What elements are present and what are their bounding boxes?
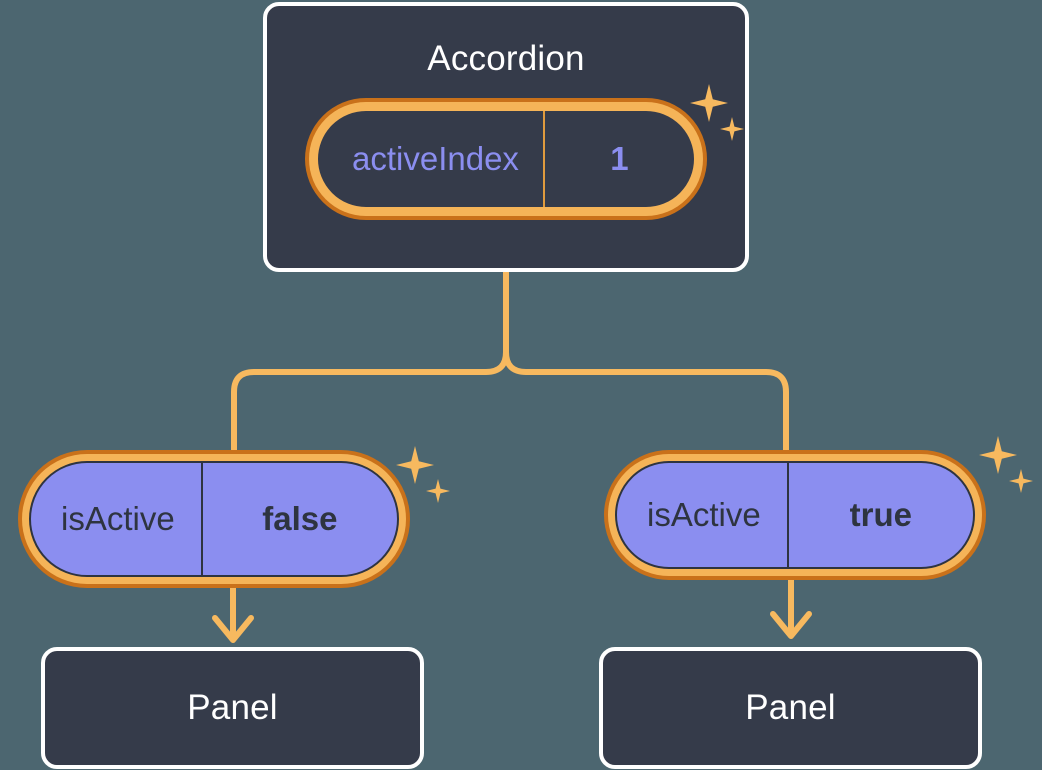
panel-title: Panel [745, 688, 836, 727]
state-value-label: true [849, 496, 913, 533]
state-value-label: 1 [610, 140, 629, 177]
arrow-head-left [212, 615, 254, 643]
state-key-label: isActive [617, 463, 789, 567]
panel-title: Panel [187, 688, 278, 727]
panel-component-box-left[interactable]: Panel [41, 647, 424, 769]
connector-tree-path [231, 269, 509, 455]
sparkle-icon-small [1009, 469, 1033, 493]
state-pill-body: isActive true [615, 461, 975, 569]
state-pill-is-active-true[interactable]: isActive true [604, 450, 986, 580]
state-pill-ring: isActive false [22, 454, 406, 584]
state-key-label: activeIndex [318, 111, 545, 207]
state-pill-body: activeIndex 1 [316, 109, 696, 209]
state-value-label: false [262, 500, 338, 537]
sparkle-icon-small [426, 479, 450, 503]
state-pill-active-index[interactable]: activeIndex 1 [305, 98, 707, 220]
panel-component-box-right[interactable]: Panel [599, 647, 982, 769]
sparkle-icon [979, 436, 1017, 474]
state-pill-ring: isActive true [608, 454, 982, 576]
state-pill-body: isActive false [29, 461, 399, 577]
state-key-label: isActive [31, 463, 203, 575]
state-pill-ring: activeIndex 1 [309, 102, 703, 216]
state-pill-is-active-false[interactable]: isActive false [18, 450, 410, 588]
arrow-head-right [770, 611, 812, 639]
accordion-title: Accordion [427, 39, 585, 78]
sparkle-icon-group-right [979, 436, 1042, 506]
connector-tree-path-right [503, 269, 789, 455]
sparkle-icon [396, 446, 434, 484]
